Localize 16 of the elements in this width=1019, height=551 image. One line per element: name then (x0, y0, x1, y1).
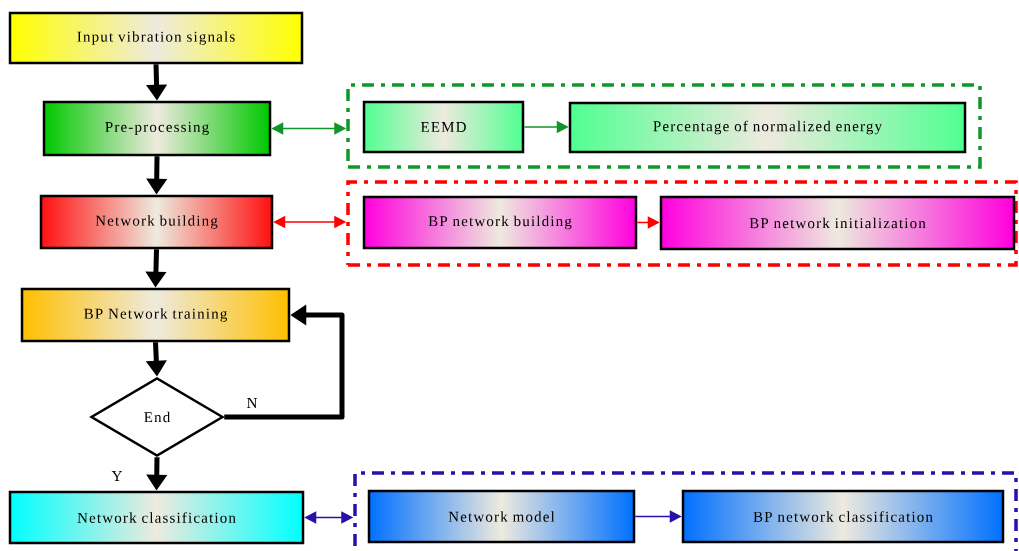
process-box: BP Network training (20, 287, 291, 343)
dash-dot-group-frame (353, 471, 1018, 551)
process-box: BP network initialization (659, 195, 1016, 251)
dash-dot-group-frame (346, 180, 1018, 267)
process-box: Input vibration signals (8, 11, 304, 65)
process-box: EEMD (362, 100, 525, 154)
process-box: Percentage of normalized energy (568, 101, 967, 154)
process-box: Pre-processing (42, 100, 272, 157)
process-box: BP network classification (681, 489, 1005, 544)
dash-dot-group-frame (346, 83, 982, 169)
process-box: Network model (367, 489, 636, 544)
process-box: Network building (39, 194, 274, 250)
process-box: Network classification (8, 490, 305, 545)
process-box: BP network building (362, 195, 638, 250)
edge-label: Y (111, 471, 122, 481)
edge-label: N (247, 398, 258, 408)
